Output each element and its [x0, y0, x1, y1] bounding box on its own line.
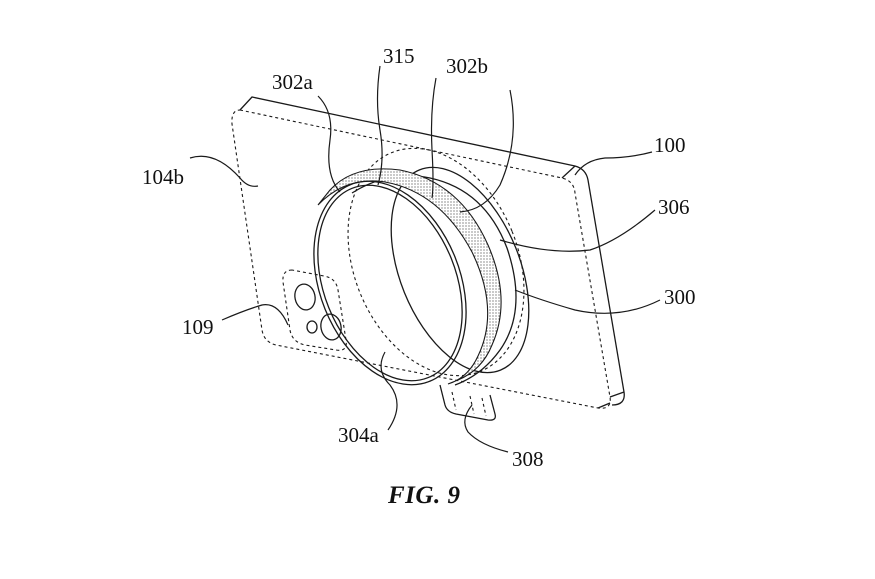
- label-304a: 304a: [338, 423, 379, 447]
- accessory-puck: [313, 147, 530, 386]
- figure-caption: FIG. 9: [388, 482, 461, 509]
- label-100: 100: [654, 133, 686, 157]
- label-104b: 104b: [142, 165, 184, 189]
- camera-module: [282, 269, 347, 351]
- lead-lines: [189, 65, 661, 453]
- label-300: 300: [664, 285, 696, 309]
- device-body: [231, 96, 625, 409]
- label-308: 308: [512, 447, 544, 471]
- label-306: 306: [658, 195, 690, 219]
- connector: [439, 384, 496, 421]
- label-302a: 302a: [272, 70, 313, 94]
- label-315: 315: [383, 44, 415, 68]
- label-109: 109: [182, 315, 214, 339]
- label-302b: 302b: [446, 54, 488, 78]
